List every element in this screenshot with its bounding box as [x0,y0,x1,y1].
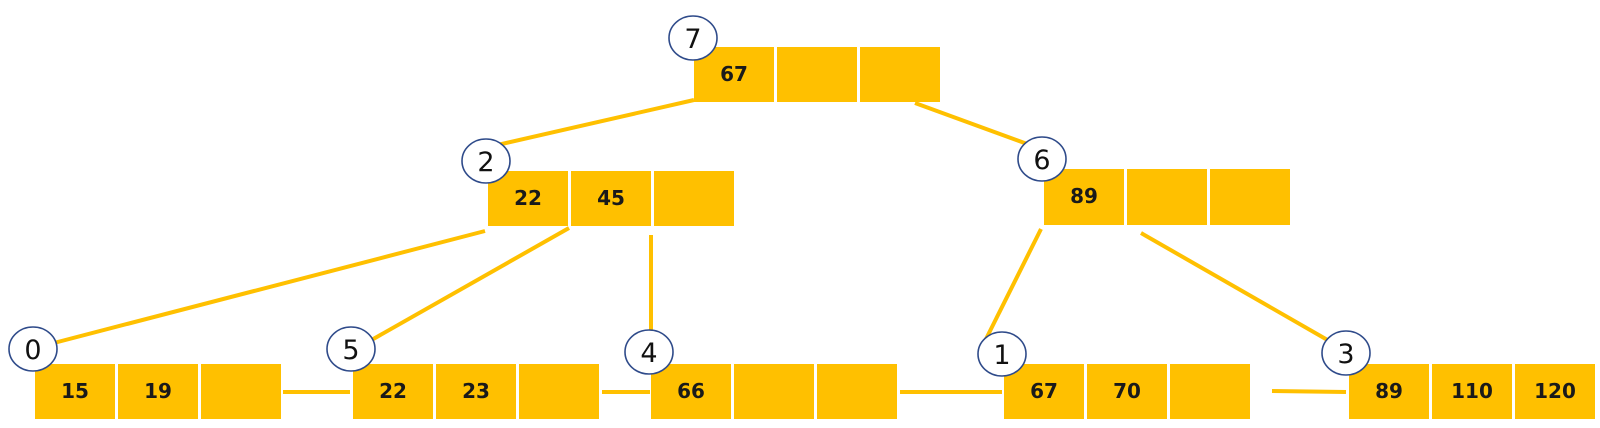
badge-circle [1017,136,1067,182]
badge-label: 7 [684,24,701,55]
key-label: 15 [61,379,89,403]
key-cell [519,364,599,419]
badge-circle [461,138,511,184]
badge-circle [977,331,1027,377]
leaf-node: 66 [651,364,897,419]
edge-2-to-0 [49,229,486,346]
key-label: 67 [720,62,748,86]
key-cell [201,364,281,419]
badge-circle [624,329,674,375]
key-cell [118,364,198,419]
badge-label: 0 [24,335,41,366]
edge-6-to-3 [1140,231,1332,344]
node-id-badge: 5 [326,326,376,372]
badge-label: 2 [477,147,494,178]
key-label: 70 [1113,379,1141,403]
badge-label: 5 [342,335,359,366]
node-id-badge: 0 [8,326,58,372]
key-cell [1044,169,1124,225]
key-cell [353,364,433,419]
key-cell [1087,364,1167,419]
node-id-badge: 2 [461,138,511,184]
leaf-node: 15 19 [35,364,281,419]
key-label: 110 [1451,379,1493,403]
badge-circle [326,326,376,372]
badge-circle [1321,330,1371,376]
leaf-node: 67 70 [1004,364,1250,419]
key-label: 120 [1534,379,1576,403]
node-id-badge: 3 [1321,330,1371,376]
key-label: 89 [1375,379,1403,403]
key-cell [1515,364,1595,419]
key-cell [571,171,651,226]
edge-7-to-2 [492,98,695,148]
tree-node: 67 [694,47,940,102]
key-cell [488,171,568,226]
key-label: 45 [597,186,625,210]
badge-label: 1 [993,340,1010,371]
edge-2-to-5 [367,226,570,344]
tree-edges [49,98,1332,346]
node-id-badge: 4 [624,329,674,375]
badge-circle [8,326,58,372]
key-cell [651,364,731,419]
key-label: 22 [514,186,542,210]
key-label: 22 [379,379,407,403]
node-id-badges: 7 2 6 0 5 4 1 3 [8,15,1371,377]
key-cell [817,364,897,419]
key-label: 66 [677,379,705,403]
leaf-node: 22 23 [353,364,599,419]
leaf-links [283,389,1347,394]
badge-label: 3 [1337,339,1354,370]
badge-label: 6 [1033,145,1050,176]
leaf-node: 89 110 120 [1349,364,1595,419]
key-cell [654,171,734,226]
key-label: 19 [144,379,172,403]
key-cell [1004,364,1084,419]
key-label: 67 [1030,379,1058,403]
tree-node: 22 45 [488,171,734,226]
tree-node: 89 [1044,169,1290,225]
edge-6-to-1 [982,228,1043,344]
node-id-badge: 6 [1017,136,1067,182]
key-cell [860,47,940,102]
key-cell [436,364,516,419]
key-cell [1349,364,1429,419]
key-cell [1170,364,1250,419]
key-cell [1210,169,1290,225]
key-cell [777,47,857,102]
key-cell [1432,364,1512,419]
key-cell [35,364,115,419]
badge-circle [668,15,718,61]
key-label: 23 [462,379,490,403]
badge-label: 4 [640,338,657,369]
key-label: 89 [1070,184,1098,208]
key-cell [734,364,814,419]
node-id-badge: 1 [977,331,1027,377]
key-cell [1127,169,1207,225]
node-id-badge: 7 [668,15,718,61]
leaf-link-1-to-3 [1271,389,1347,394]
edge-7-to-6 [914,101,1031,147]
